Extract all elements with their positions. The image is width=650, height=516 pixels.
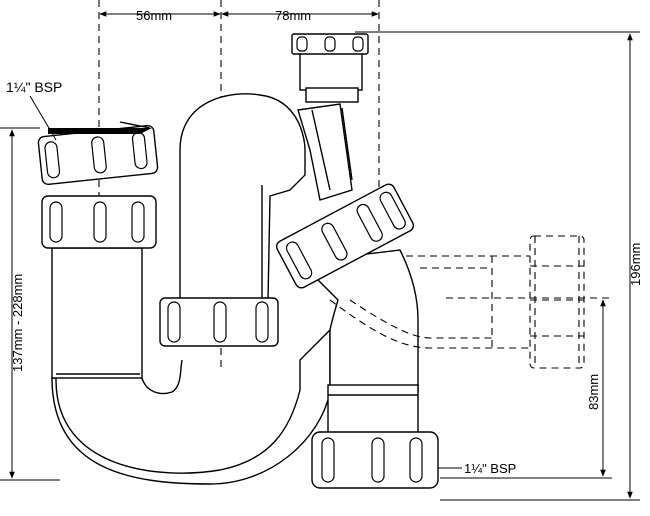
right-height-dimension	[355, 31, 640, 501]
outlet-nut	[311, 431, 439, 489]
outlet-bsp-label: 1¼" BSP	[464, 461, 516, 476]
middle-coupling-nut	[159, 297, 279, 347]
left-coupling-nut	[41, 195, 157, 249]
inlet-bsp-label: 1¼" BSP	[6, 79, 62, 95]
dim-83mm-label: 83mm	[586, 374, 601, 410]
dim-78mm-label: 78mm	[275, 8, 311, 23]
inlet-leader	[29, 95, 57, 141]
dim-137-228-label: 137mm - 228mm	[10, 274, 25, 372]
outlet-height-dimension	[440, 297, 612, 479]
dim-196mm-label: 196mm	[628, 243, 643, 286]
alternate-outlet-dashed	[329, 235, 585, 369]
inlet-cap	[48, 121, 152, 134]
riser-cap	[291, 33, 369, 55]
trap-body	[51, 49, 419, 485]
inlet-nut	[37, 124, 159, 186]
dim-56mm-label: 56mm	[136, 8, 172, 23]
left-height-dimension	[0, 127, 60, 481]
elbow-nut	[275, 183, 415, 289]
